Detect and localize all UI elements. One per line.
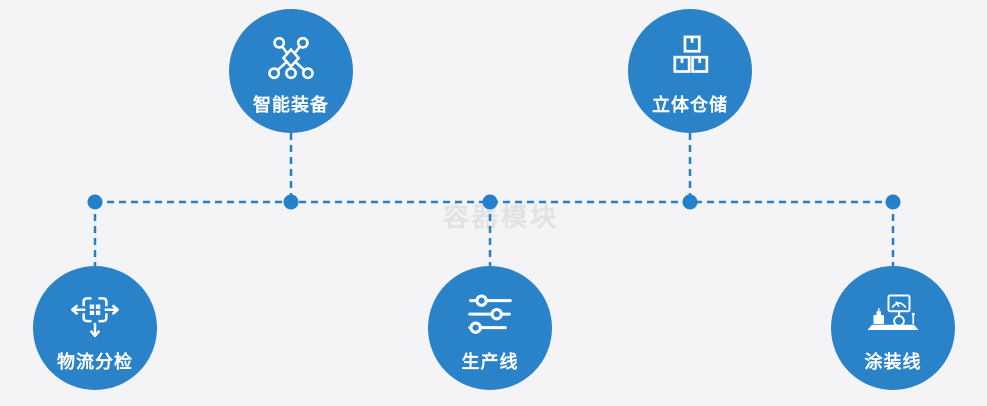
junction-dot (87, 194, 103, 210)
node-painting-line: 涂装线 (831, 266, 955, 390)
node-production-line: 生产线 (428, 266, 552, 390)
junction-dot (682, 194, 698, 210)
node-label: 立体仓储 (652, 95, 728, 116)
node-warehouse: 立体仓储 (628, 9, 752, 133)
junction-dot (482, 194, 498, 210)
junction-dot (283, 194, 299, 210)
node-label: 物流分检 (57, 352, 133, 373)
node-label: 涂装线 (864, 352, 922, 373)
sort-distribute-icon (65, 286, 125, 344)
node-smart-equipment: 智能装备 (229, 9, 353, 133)
node-label: 智能装备 (253, 95, 329, 116)
control-station-icon (863, 286, 923, 344)
junction-dot (885, 194, 901, 210)
node-logistics-sorting: 物流分检 (33, 266, 157, 390)
network-nodes-icon (261, 29, 321, 87)
sliders-icon (460, 286, 520, 344)
stacked-boxes-icon (660, 29, 720, 87)
node-label: 生产线 (461, 352, 519, 373)
watermark-text: 容器模块 (443, 203, 560, 233)
